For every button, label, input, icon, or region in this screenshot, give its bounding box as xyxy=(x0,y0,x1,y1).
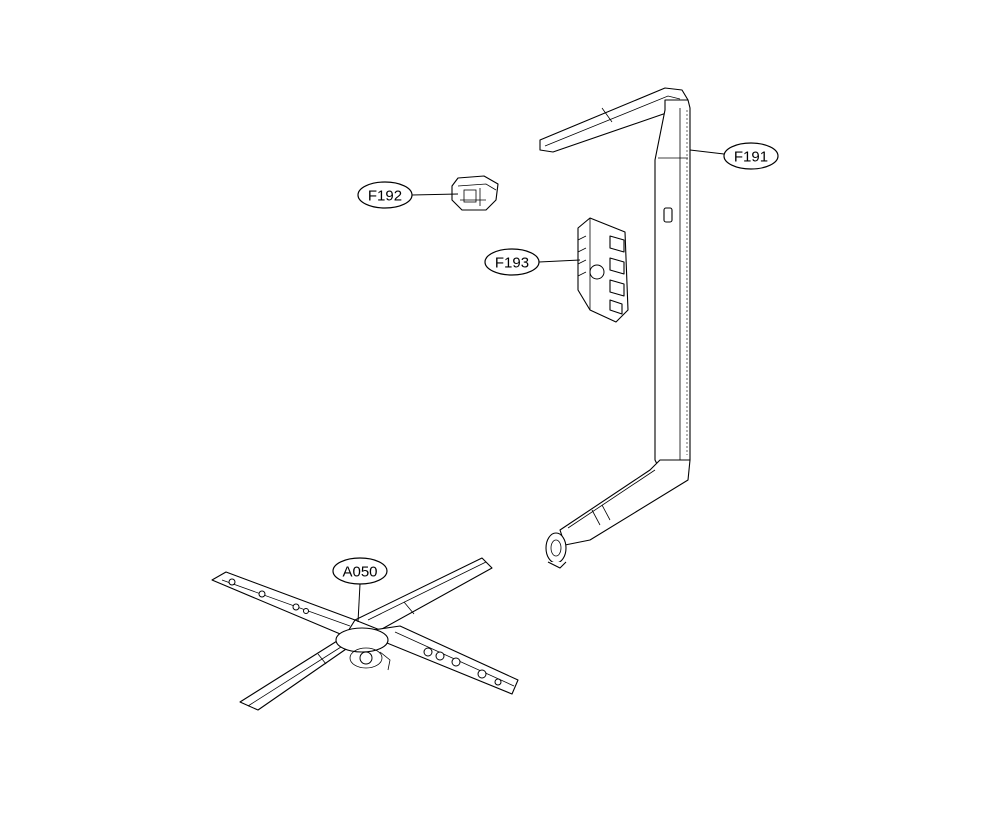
callout-f193: F193 xyxy=(484,248,540,276)
callout-a050: A050 xyxy=(332,557,388,585)
callout-f193-text: F193 xyxy=(495,255,529,272)
mounting-bracket-part xyxy=(577,217,629,323)
callout-f191: F191 xyxy=(723,142,779,170)
callout-a050-text: A050 xyxy=(342,564,377,581)
f191-leader-line xyxy=(689,149,725,155)
small-clip-part xyxy=(451,175,499,211)
callout-f192: F192 xyxy=(357,181,413,209)
callout-f191-text: F191 xyxy=(734,149,768,166)
callout-f192-text: F192 xyxy=(368,188,402,205)
f193-leader-line xyxy=(538,259,581,263)
supply-tube-part xyxy=(539,87,691,569)
spray-arm-part xyxy=(211,557,519,711)
a050-leader-line xyxy=(357,583,361,623)
f192-leader-line xyxy=(411,193,459,196)
